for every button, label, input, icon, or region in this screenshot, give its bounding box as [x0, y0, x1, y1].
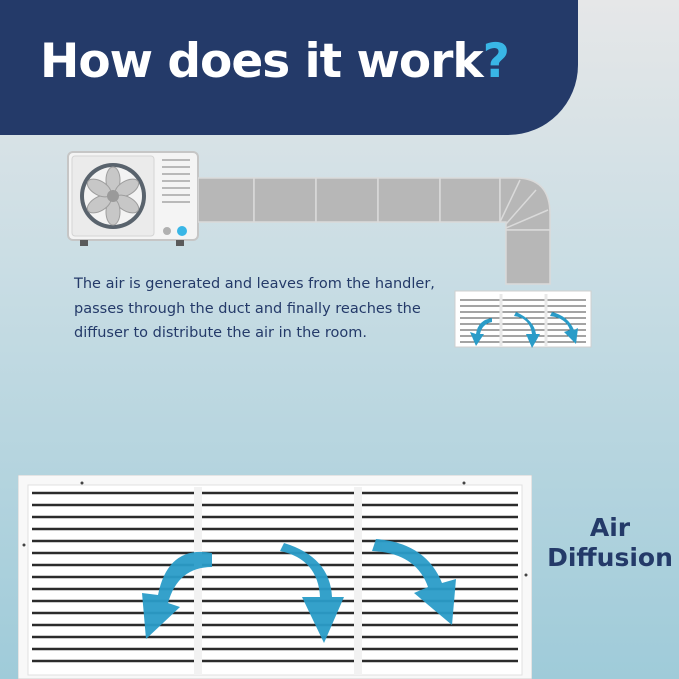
airflow-arrow-icon — [280, 543, 344, 643]
small-diffuser-icon — [454, 290, 592, 348]
airflow-arrow-icon — [142, 551, 212, 639]
title-question-mark: ? — [482, 34, 510, 89]
air-diffusion-label-line2: Diffusion — [547, 543, 673, 572]
title-text: How does it work — [40, 34, 484, 89]
air-diffusion-label: Air Diffusion — [540, 513, 679, 573]
description-text: The air is generated and leaves from the… — [74, 276, 435, 341]
air-diffusion-label-line1: Air — [589, 513, 631, 542]
header-banner: How does it work? — [0, 0, 578, 135]
ac-unit-icon — [67, 151, 199, 246]
large-diffuser-icon — [18, 475, 532, 679]
duct-icon — [198, 177, 551, 285]
page-title: How does it work? — [40, 34, 510, 89]
airflow-arrow-icon — [372, 539, 456, 625]
